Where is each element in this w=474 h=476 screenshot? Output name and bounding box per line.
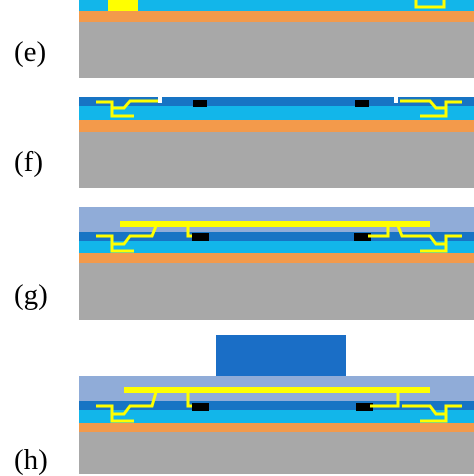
yellow-trace-right (396, 225, 462, 246)
substrate (79, 132, 474, 188)
dark-blue-layer (79, 401, 474, 410)
yellow-pad-left (108, 0, 138, 11)
black-contact-right (355, 100, 369, 107)
substrate (79, 432, 474, 474)
substrate (79, 22, 474, 78)
blue-layer (79, 241, 474, 253)
yellow-trace-right-low (420, 108, 448, 118)
white-gap-right (394, 97, 398, 103)
orange-layer (79, 11, 474, 22)
yellow-trace-right-low (420, 244, 448, 253)
black-contact-left (192, 233, 209, 241)
yellow-trace-left (96, 99, 160, 110)
orange-layer (79, 120, 474, 132)
yellow-trace-left (96, 391, 158, 416)
yellow-trace-left-low (110, 414, 134, 423)
blue-layer (79, 0, 474, 11)
yellow-trace-right (414, 0, 446, 9)
black-contact-left (193, 100, 207, 107)
black-contact-right (356, 403, 373, 411)
blue-layer (79, 410, 474, 423)
orange-layer (79, 253, 474, 263)
panel-e (79, 0, 474, 78)
panel-label-e: (e) (14, 36, 47, 68)
orange-layer (79, 423, 474, 432)
yellow-top-bridge (124, 387, 430, 393)
panel-g (79, 207, 474, 320)
panel-label-g: (g) (14, 279, 48, 311)
panel-label-f: (f) (14, 146, 43, 178)
substrate (79, 263, 474, 320)
light-blue-passivation (79, 207, 474, 234)
yellow-trace-left-low (110, 108, 134, 118)
dark-blue-layer (79, 232, 474, 241)
black-contact-right (354, 233, 371, 241)
blue-layer (79, 106, 474, 120)
dark-blue-layer (79, 97, 474, 106)
yellow-trace-right (402, 404, 462, 416)
black-contact-left (192, 403, 209, 411)
yellow-top-bridge (120, 221, 430, 227)
panel-h (79, 335, 474, 474)
panel-f (79, 97, 474, 188)
yellow-via-right (370, 392, 400, 408)
yellow-trace-left (96, 225, 158, 246)
panel-label-h: (h) (14, 444, 48, 476)
yellow-trace-right (400, 99, 462, 110)
yellow-trace-left-low (110, 244, 134, 253)
white-gap-left (158, 97, 162, 103)
yellow-trace-right-low (420, 414, 448, 423)
yellow-via-right (368, 226, 390, 238)
top-block (216, 335, 346, 376)
